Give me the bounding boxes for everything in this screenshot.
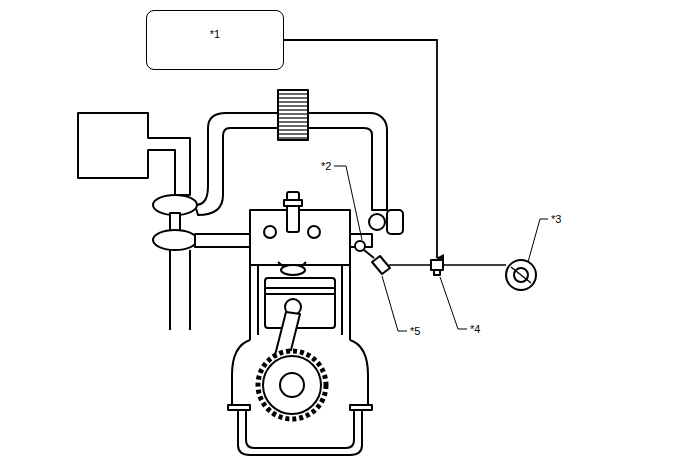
camshaft bbox=[308, 226, 320, 238]
manifold-port bbox=[355, 241, 365, 251]
leader-line bbox=[334, 166, 362, 240]
vacuum-hose bbox=[389, 264, 506, 266]
callout-number: *3 bbox=[550, 213, 562, 225]
air-cleaner bbox=[78, 113, 190, 195]
callout-number: *4 bbox=[469, 323, 481, 335]
crank-gear bbox=[258, 351, 326, 419]
callout-number: *5 bbox=[409, 325, 421, 337]
vacuum-gauge bbox=[506, 260, 536, 290]
leader-line bbox=[440, 277, 467, 329]
camshaft bbox=[264, 226, 276, 238]
spark-plug-nut bbox=[284, 200, 302, 206]
spark-plug bbox=[287, 192, 299, 232]
piston bbox=[265, 278, 335, 328]
cylinder-block bbox=[250, 265, 350, 340]
intercooler bbox=[278, 90, 308, 140]
leader-line bbox=[528, 219, 548, 262]
vsv-valve bbox=[372, 256, 390, 274]
combustion-chamber bbox=[281, 265, 305, 275]
leader-line bbox=[382, 276, 407, 331]
throttle-valve bbox=[369, 214, 385, 230]
t-fitting bbox=[431, 260, 443, 270]
callout-number: *2 bbox=[320, 160, 332, 172]
turbo-turbine bbox=[153, 230, 197, 250]
callout-number: *1 bbox=[147, 28, 283, 40]
throttle-body bbox=[387, 210, 403, 234]
exhaust-pipe bbox=[170, 250, 190, 330]
control-box: *1 bbox=[146, 10, 284, 70]
signal-line bbox=[270, 40, 437, 258]
